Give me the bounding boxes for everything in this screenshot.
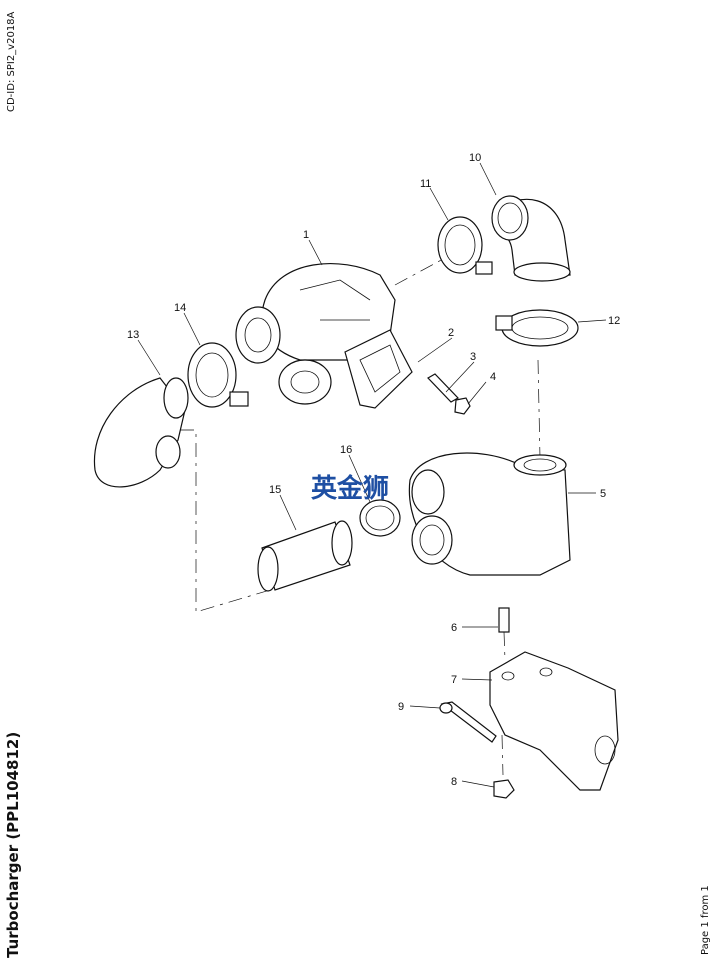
callout-1: 1 [303, 229, 309, 241]
callout-11: 11 [420, 178, 431, 190]
turbocharger-part-1 [235, 262, 396, 405]
nut-part-4 [454, 397, 471, 415]
callout-15: 15 [269, 484, 281, 496]
watermark-text: 英金狮 [311, 473, 389, 504]
callout-10: 10 [469, 152, 481, 164]
callout-16: 16 [340, 444, 352, 456]
nut-part-8 [493, 779, 515, 799]
stud-part-3 [427, 373, 459, 403]
bracket-part-7 [489, 651, 619, 791]
callout-14: 14 [174, 302, 186, 314]
centerline-13-15 [180, 429, 271, 613]
callout-8: 8 [451, 776, 457, 788]
callout-5: 5 [600, 488, 606, 500]
callout-2: 2 [448, 327, 454, 339]
callout-12: 12 [608, 315, 620, 327]
gasket-part-2 [344, 329, 413, 409]
callout-3: 3 [470, 351, 476, 363]
pipe-part-15 [257, 520, 353, 592]
centerline-6-7 [503, 631, 506, 661]
stud-part-6 [498, 607, 510, 633]
centerline-8-7 [501, 734, 504, 776]
turbocharger-part-5 [408, 452, 571, 576]
bolt-part-9 [439, 701, 497, 743]
centerline-12-5 [537, 359, 541, 459]
callout-4: 4 [490, 371, 496, 383]
centerline-1-11 [394, 257, 446, 286]
callout-9: 9 [398, 701, 404, 713]
clamp-part-14 [187, 342, 249, 408]
callout-7: 7 [451, 674, 457, 686]
elbow-hose-part-13 [93, 377, 189, 488]
callout-6: 6 [451, 622, 457, 634]
o-ring-part-16 [359, 499, 401, 537]
elbow-hose-part-10 [491, 195, 571, 282]
clamp-part-12 [495, 309, 579, 347]
clamp-part-11 [437, 216, 493, 275]
callout-13: 13 [127, 329, 139, 341]
